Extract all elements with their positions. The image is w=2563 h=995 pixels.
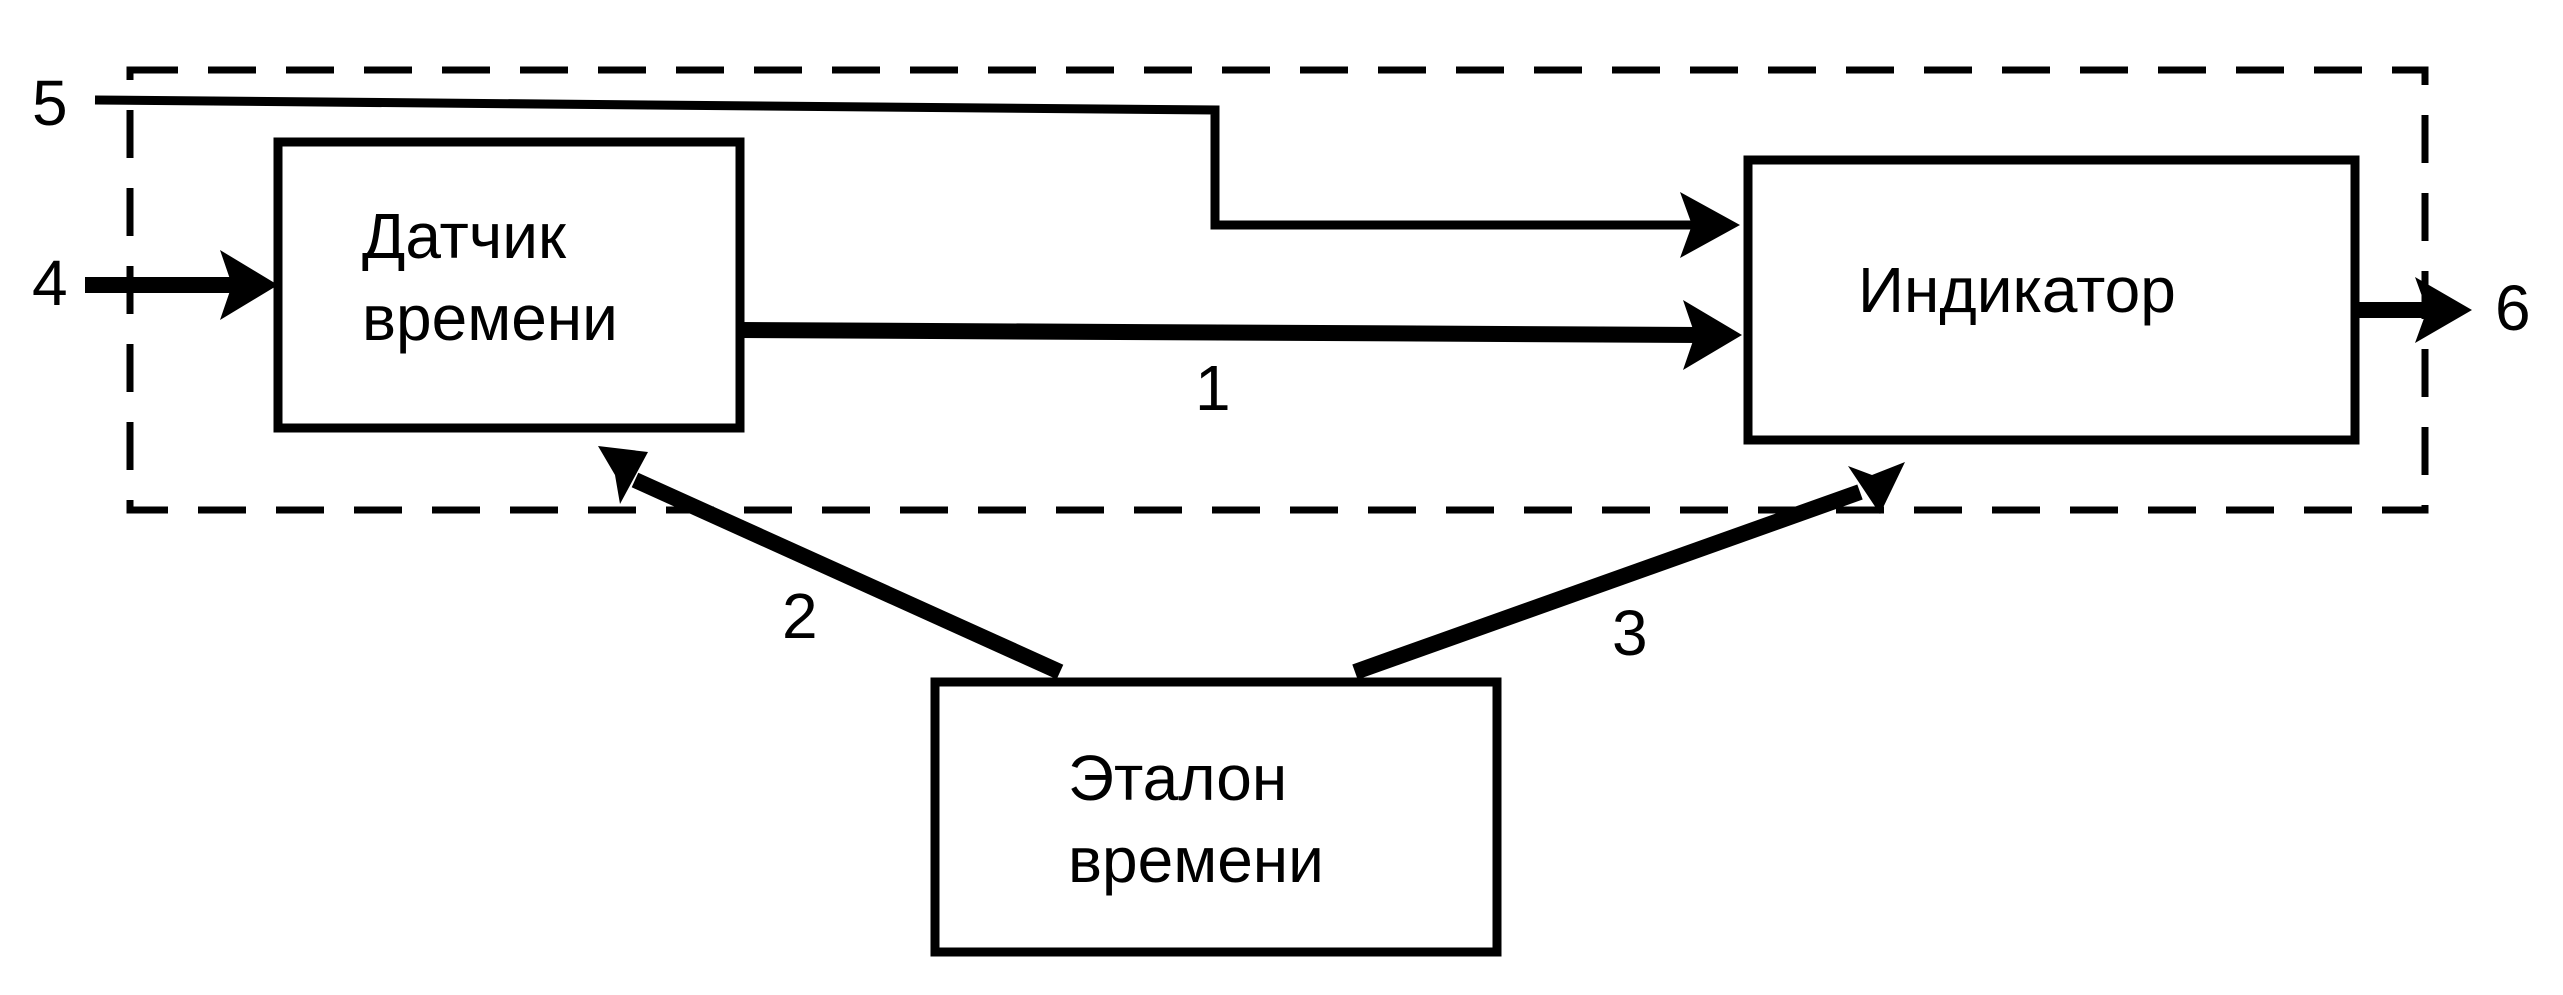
input-5-arrowhead [1680,192,1740,258]
output-6-arrowhead [2415,277,2472,343]
time-sensor-label-line2: времени [362,282,618,354]
indicator-label: Индикатор [1858,254,2176,326]
input-5-number: 5 [32,67,68,139]
time-reference-label-line1: Эталон [1068,742,1287,814]
time-reference-box [930,677,1502,957]
connection-2-arrowhead [598,446,648,504]
output-6-number: 6 [2495,272,2531,344]
connection-1-arrowhead [1683,300,1742,370]
system-boundary-dashed [126,66,2429,514]
time-reference-label-line2: времени [1068,824,1324,896]
connection-1-number: 1 [1195,352,1231,424]
input-5-line [94,95,1695,230]
time-sensor-box [273,137,745,433]
connection-3-arrowhead [1848,462,1905,514]
connection-3-number: 3 [1612,597,1648,669]
connection-3-line [1352,484,1863,680]
connection-2-number: 2 [782,580,818,652]
indicator-box [1743,155,2360,445]
connection-1-line [739,322,1701,343]
input-4-number: 4 [32,247,68,319]
time-sensor-label-line1: Датчик [362,200,567,272]
connection-2-line [631,472,1064,680]
input-4-arrowhead [220,250,278,320]
